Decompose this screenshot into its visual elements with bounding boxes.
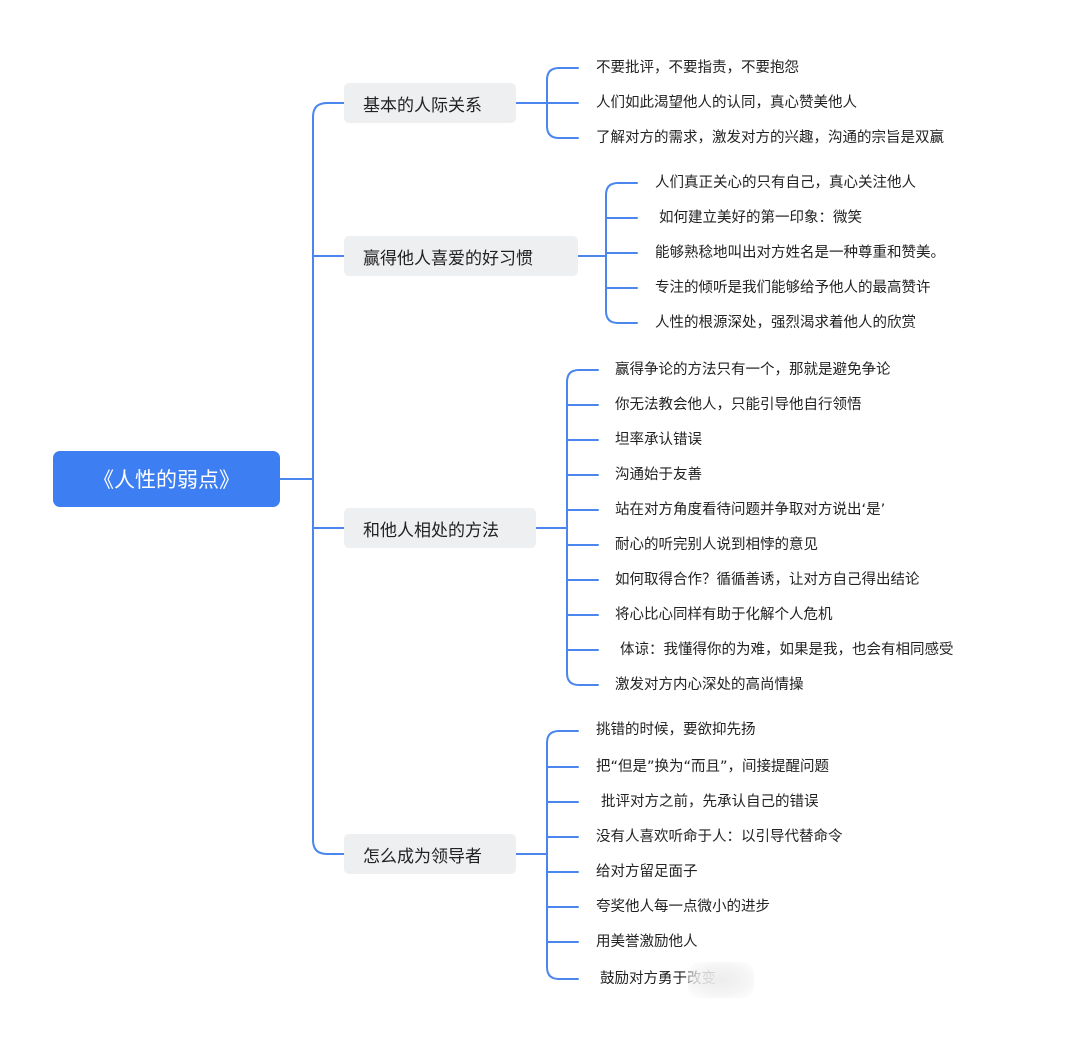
leaf-node[interactable]: 赢得争论的方法只有一个，那就是避免争论 xyxy=(615,362,891,378)
branch-node-leadership[interactable]: 怎么成为领导者 xyxy=(344,834,516,874)
leaf-node[interactable]: 能够熟稔地叫出对方姓名是一种尊重和赞美。 xyxy=(655,245,945,261)
root-connector-top xyxy=(312,102,345,480)
leaf-node[interactable]: 耐心的听完别人说到相悖的意见 xyxy=(615,537,818,553)
branch-node-getting-along[interactable]: 和他人相处的方法 xyxy=(344,508,536,548)
leaf-node[interactable]: 用美誉激励他人 xyxy=(596,934,698,950)
branch-methods-connector-bottom xyxy=(566,527,599,686)
leaf-node[interactable]: 没有人喜欢听命于人：以引导代替命令 xyxy=(596,829,843,845)
leaf-node[interactable]: 人们真正关心的只有自己，真心关注他人 xyxy=(655,175,916,191)
branch-node-good-habits[interactable]: 赢得他人喜爱的好习惯 xyxy=(344,236,578,276)
branch-leader-connector-bottom xyxy=(546,853,579,980)
leaf-node[interactable]: 夸奖他人每一点微小的进步 xyxy=(596,899,770,915)
branch-methods-connector-top xyxy=(566,369,599,529)
leaf-node[interactable]: 鼓励对方勇于改变 xyxy=(600,971,716,987)
branch-basic-connector-top xyxy=(546,67,579,104)
leaf-node[interactable]: 人们如此渴望他人的认同，真心赞美他人 xyxy=(596,95,857,111)
leaf-node[interactable]: 将心比心同样有助于化解个人危机 xyxy=(615,607,833,623)
leaf-node[interactable]: 给对方留足面子 xyxy=(596,864,698,880)
leaf-node[interactable]: 坦率承认错误 xyxy=(615,432,702,448)
branch-node-basic-relations[interactable]: 基本的人际关系 xyxy=(344,83,516,123)
root-connector-bottom xyxy=(312,478,345,855)
leaf-node[interactable]: 不要批评，不要指责，不要抱怨 xyxy=(596,60,799,76)
blurred-watermark-patch xyxy=(688,962,754,998)
leaf-node[interactable]: 体谅：我懂得你的为难，如果是我，也会有相同感受 xyxy=(620,642,954,658)
leaf-node[interactable]: 挑错的时候，要欲抑先扬 xyxy=(596,722,756,738)
branch-habits-connector-bottom xyxy=(605,255,638,324)
leaf-node[interactable]: 激发对方内心深处的高尚情操 xyxy=(615,677,804,693)
leaf-node[interactable]: 如何取得合作？循循善诱，让对方自己得出结论 xyxy=(615,572,920,588)
leaf-node[interactable]: 把“但是”换为“而且”，间接提醒问题 xyxy=(596,759,830,775)
branch-habits-connector-top xyxy=(605,182,638,257)
branch-basic-connector-bottom xyxy=(546,102,579,139)
leaf-node[interactable]: 人性的根源深处，强烈渴求着他人的欣赏 xyxy=(655,315,916,331)
leaf-node[interactable]: 了解对方的需求，激发对方的兴趣，沟通的宗旨是双赢 xyxy=(596,130,944,146)
leaf-node[interactable]: 你无法教会他人，只能引导他自行领悟 xyxy=(615,397,862,413)
leaf-node[interactable]: 站在对方角度看待问题并争取对方说出‘是’ xyxy=(615,502,886,518)
leaf-node[interactable]: 专注的倾听是我们能够给予他人的最高赞许 xyxy=(655,280,931,296)
branch-leader-connector-top xyxy=(546,730,579,855)
leaf-node[interactable]: 批评对方之前，先承认自己的错误 xyxy=(601,794,819,810)
root-node[interactable]: 《人性的弱点》 xyxy=(53,451,280,507)
leaf-node[interactable]: 如何建立美好的第一印象：微笑 xyxy=(659,210,862,226)
leaf-node[interactable]: 沟通始于友善 xyxy=(615,467,702,483)
